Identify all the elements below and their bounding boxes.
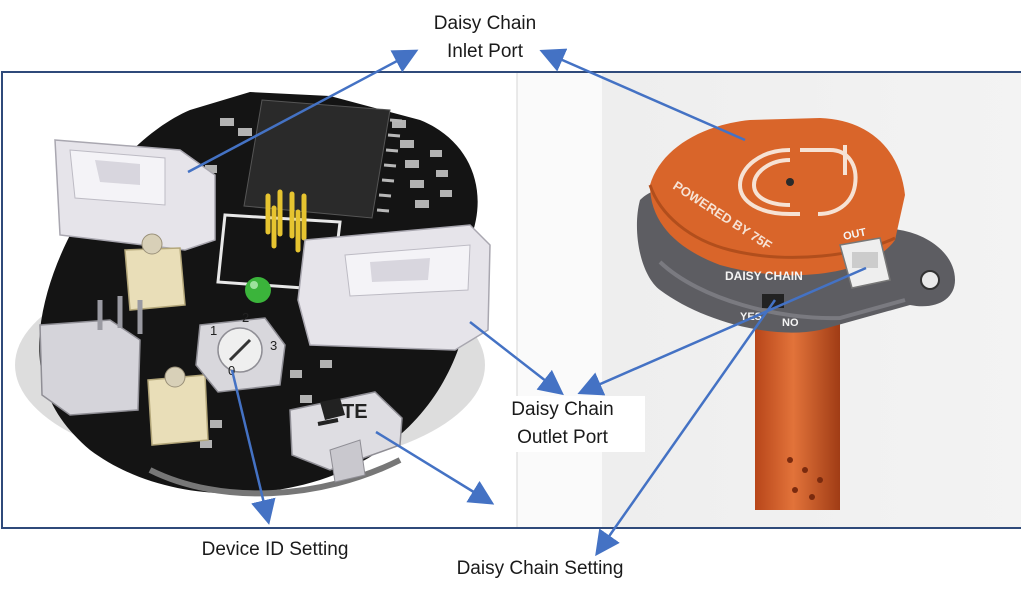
daisy-chain-housing-label: DAISY CHAIN [725,269,803,283]
arrow-inlet-from-sensor [539,48,746,142]
label-device-id-setting: Device ID Setting [201,539,349,560]
arrow-daisy-chain-setting [595,299,777,557]
arrow-outlet-from-board [469,321,564,396]
label-daisy-chain-inlet-port: Daisy Chain Inlet Port [395,10,575,66]
rotary-digit-2: 2 [242,310,249,325]
te-brand-text: TE [342,401,368,423]
out-label: OUT [842,226,867,243]
pcb-board: 1 2 3 0 TE [15,92,491,497]
label-inlet-line2: Inlet Port [446,41,524,62]
no-label: NO [782,317,799,329]
arrow-device-id [230,369,276,525]
label-daisy-chain-setting: Daisy Chain Setting [456,558,624,579]
rotary-digit-3: 3 [270,338,277,353]
arrow-inlet-from-board [187,49,419,174]
arrow-slide-switch [375,430,495,505]
label-outlet-line2: Outlet Port [517,427,608,448]
arrow-outlet-from-sensor [577,266,867,396]
rotary-digit-1: 1 [210,323,217,338]
label-inlet-line1: Daisy Chain [433,13,537,34]
label-daisy-chain-outlet-port: Daisy Chain Outlet Port [480,396,645,452]
annotation-arrows [187,48,867,557]
sensor-device: POWERED BY 75F OUT DAISY CHAIN YES NO [636,118,955,510]
label-outlet-line1: Daisy Chain [511,399,614,420]
